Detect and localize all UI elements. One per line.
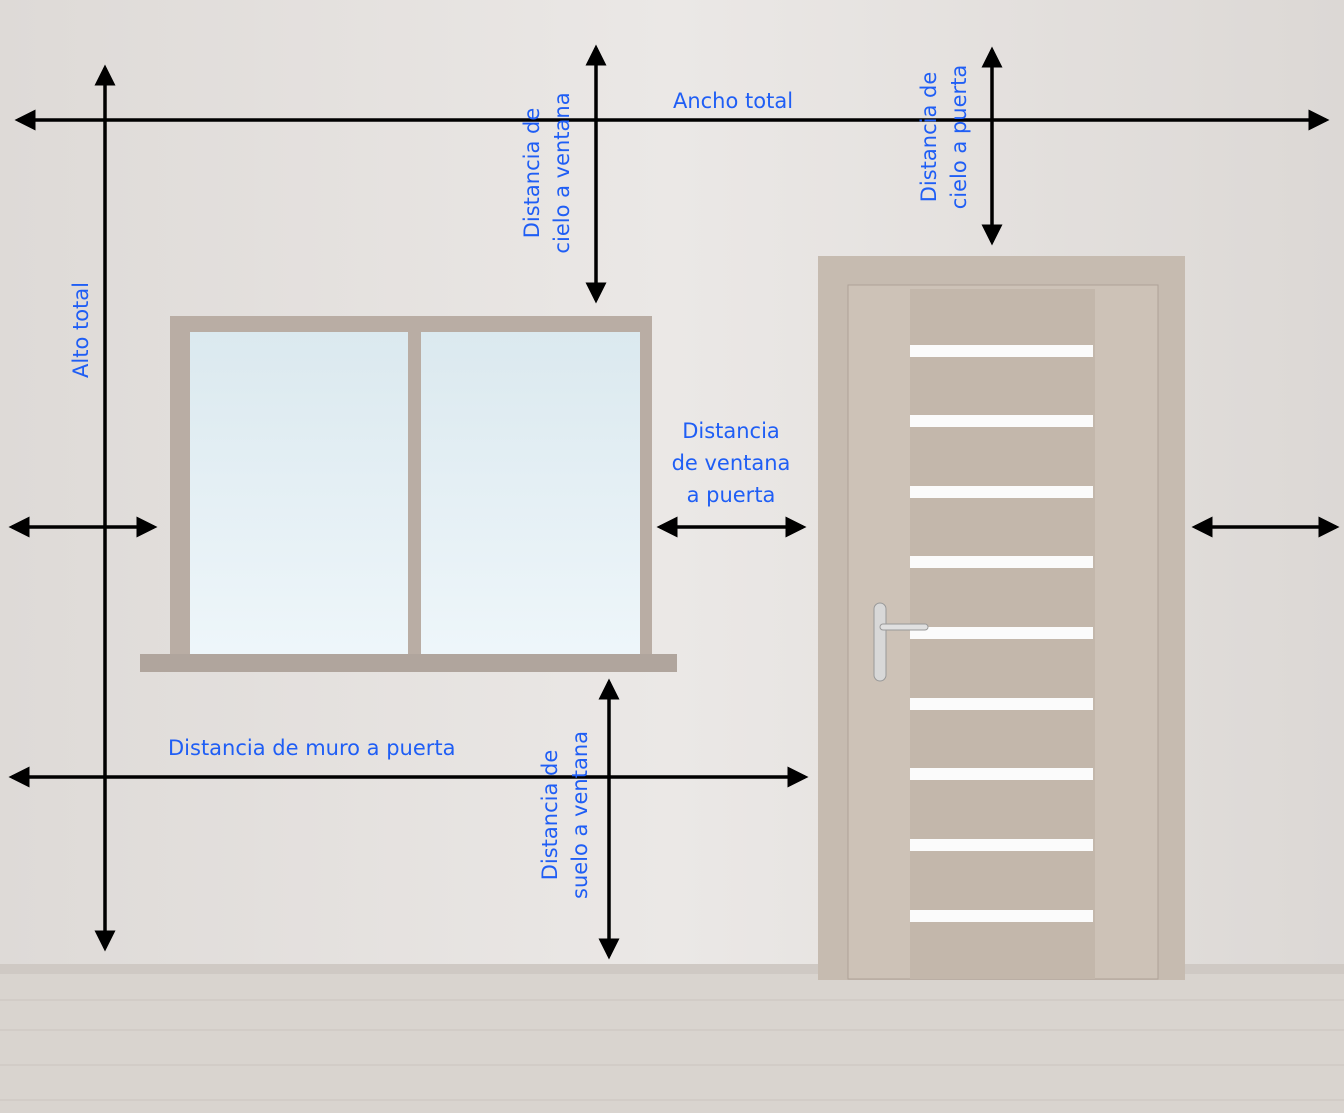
label-ceiling-to-window-1: Distancia de	[520, 108, 544, 239]
label-window-to-door-3: a puerta	[687, 483, 776, 507]
label-total-width: Ancho total	[673, 89, 793, 113]
baseboard	[0, 964, 1344, 974]
arrows	[8, 44, 1340, 960]
window	[140, 316, 677, 672]
label-ceiling-to-door-2: cielo a puerta	[947, 65, 971, 210]
label-ceiling-to-window-2: cielo a ventana	[550, 92, 574, 253]
floor-boards	[0, 999, 1344, 1101]
window-sill	[140, 654, 677, 672]
label-window-to-door-1: Distancia	[682, 419, 780, 443]
floor	[0, 974, 1344, 1113]
label-wall-to-door: Distancia de muro a puerta	[168, 736, 456, 760]
label-ceiling-to-door-1: Distancia de	[917, 72, 941, 203]
door-handle	[873, 602, 887, 682]
label-floor-to-window-2: suelo a ventana	[568, 731, 592, 899]
label-window-to-door-2: de ventana	[672, 451, 791, 475]
label-floor-to-window-1: Distancia de	[538, 750, 562, 881]
door	[818, 256, 1185, 980]
label-total-height: Alto total	[69, 282, 93, 378]
